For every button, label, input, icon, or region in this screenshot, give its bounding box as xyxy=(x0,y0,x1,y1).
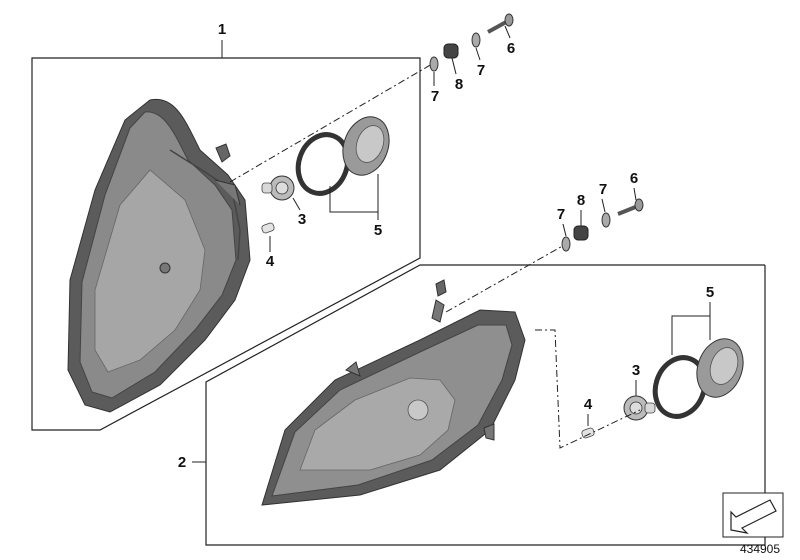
callout-7b: 7 xyxy=(477,62,485,79)
callout-8a-leader xyxy=(451,57,457,75)
callout-5b-leader xyxy=(671,315,711,355)
callout-5a-leader xyxy=(329,174,379,213)
callout-7a: 7 xyxy=(431,88,439,105)
grommet-8b xyxy=(573,225,589,241)
screw-6b xyxy=(617,198,644,216)
washer-7d xyxy=(601,212,611,228)
callout-4b: 4 xyxy=(584,396,593,413)
document-number: 434905 xyxy=(740,542,780,556)
callout-7c-leader xyxy=(562,223,567,237)
bulb-4b xyxy=(581,427,595,439)
bulb-3b xyxy=(623,395,656,421)
callout-7d: 7 xyxy=(599,181,607,198)
reference-box xyxy=(722,492,784,538)
arrow-down-left-icon xyxy=(730,499,777,534)
headlight-housing-1 xyxy=(67,98,251,413)
headlight-housing-2 xyxy=(261,279,526,506)
callout-4a: 4 xyxy=(266,253,275,270)
callout-8b: 8 xyxy=(577,192,585,209)
seal-ring-5b xyxy=(652,355,708,419)
callout-6a: 6 xyxy=(507,40,515,57)
callout-3b: 3 xyxy=(632,362,640,379)
cover-cap-5a xyxy=(342,116,390,176)
cover-cap-5b xyxy=(696,338,744,398)
bulb-3a xyxy=(261,175,295,201)
callout-7d-leader xyxy=(601,198,606,213)
axis-line-2 xyxy=(445,243,567,313)
callout-6a-leader xyxy=(504,25,511,39)
callout-7b-leader xyxy=(475,47,481,61)
callout-2: 2 xyxy=(178,454,186,471)
callout-6b: 6 xyxy=(630,170,638,187)
callout-5a: 5 xyxy=(374,222,382,239)
assembly-1-group xyxy=(31,13,514,431)
washer-7b xyxy=(471,32,481,48)
washer-7a xyxy=(429,56,439,72)
screw-6a xyxy=(487,13,514,34)
grommet-8a xyxy=(443,43,459,59)
callout-1: 1 xyxy=(218,21,226,38)
seal-ring-5a xyxy=(295,132,351,196)
callout-7c: 7 xyxy=(557,206,565,223)
callout-5b: 5 xyxy=(706,284,714,301)
callout-6b-leader xyxy=(633,187,637,201)
assembly-2-group xyxy=(192,187,766,546)
bulb-4a xyxy=(261,222,275,234)
callout-3a: 3 xyxy=(298,211,306,228)
callout-3a-leader xyxy=(292,197,301,211)
washer-7c xyxy=(561,236,571,252)
callout-8a: 8 xyxy=(455,76,463,93)
axis-line-1 xyxy=(229,63,433,183)
axis-line-3 xyxy=(535,329,641,449)
assembly-1-frame xyxy=(31,57,421,431)
